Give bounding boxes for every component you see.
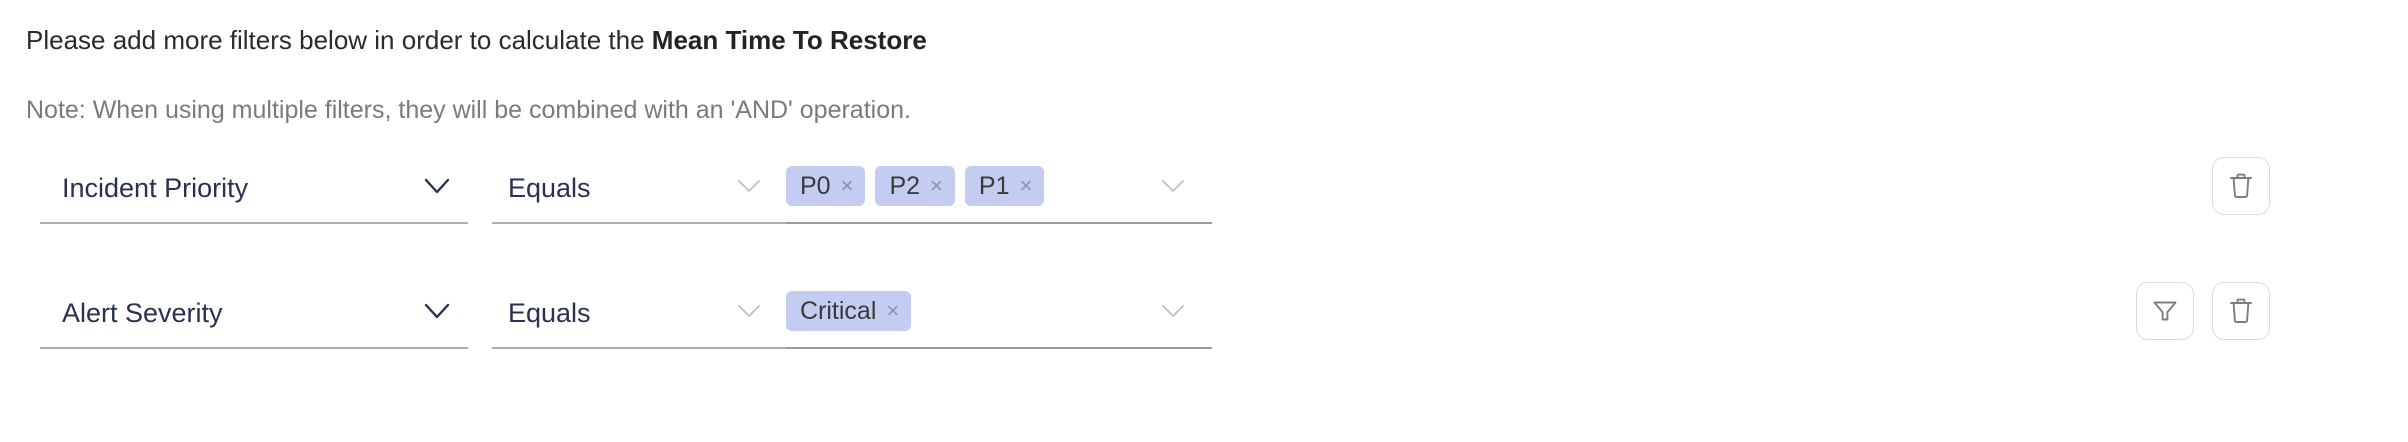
chevron-down-icon[interactable]: [1160, 303, 1186, 319]
filter-row: Alert Severity Equals Critical ×: [0, 281, 2408, 363]
attribute-select[interactable]: Alert Severity: [40, 283, 468, 349]
page-title-prefix: Please add more filters below in order t…: [26, 25, 652, 55]
remove-chip-icon[interactable]: ×: [930, 173, 943, 198]
remove-chip-icon[interactable]: ×: [840, 173, 854, 198]
trash-icon: [2230, 173, 2252, 198]
chip-label: Critical: [800, 297, 877, 325]
metric-name: Mean Time To Restore: [651, 25, 927, 55]
remove-chip-icon[interactable]: ×: [886, 298, 900, 323]
value-chip[interactable]: P2 ×: [875, 166, 955, 206]
page-title: Please add more filters below in order t…: [26, 24, 927, 56]
chip-label: P0: [800, 172, 831, 200]
value-multiselect[interactable]: P0 × P2 × P1 ×: [786, 158, 1212, 224]
value-chip[interactable]: P0 ×: [786, 166, 866, 206]
chevron-down-icon[interactable]: [1160, 178, 1186, 194]
filter-note: Note: When using multiple filters, they …: [26, 96, 911, 124]
chevron-down-icon[interactable]: [424, 178, 450, 194]
chip-label: P2: [889, 172, 921, 200]
attribute-select[interactable]: Incident Priority: [40, 158, 468, 224]
filter-rows: Incident Priority Equals P0 ×: [0, 156, 2408, 408]
operator-select[interactable]: Equals: [492, 283, 788, 349]
value-chip[interactable]: Critical ×: [786, 291, 912, 331]
value-multiselect[interactable]: Critical ×: [786, 283, 1212, 349]
row-actions: [2212, 156, 2270, 216]
funnel-icon: [2153, 301, 2177, 321]
delete-filter-button[interactable]: [2212, 282, 2270, 340]
row-actions: [2136, 281, 2270, 341]
chip-label: P1: [978, 172, 1010, 200]
chevron-down-icon[interactable]: [736, 303, 762, 319]
selected-values: P0 × P2 × P1 ×: [786, 166, 1045, 206]
selected-values: Critical ×: [786, 291, 912, 331]
value-chip[interactable]: P1 ×: [964, 166, 1045, 206]
trash-icon: [2230, 298, 2252, 323]
chevron-down-icon[interactable]: [424, 303, 450, 319]
attribute-value: Incident Priority: [62, 173, 249, 203]
operator-value: Equals: [508, 298, 591, 328]
filter-row: Incident Priority Equals P0 ×: [0, 156, 2408, 238]
attribute-value: Alert Severity: [62, 298, 223, 328]
add-filter-button[interactable]: [2136, 282, 2194, 340]
chevron-down-icon[interactable]: [736, 178, 762, 194]
remove-chip-icon[interactable]: ×: [1019, 173, 1033, 198]
operator-value: Equals: [508, 173, 591, 203]
delete-filter-button[interactable]: [2212, 157, 2270, 215]
operator-select[interactable]: Equals: [492, 158, 788, 224]
